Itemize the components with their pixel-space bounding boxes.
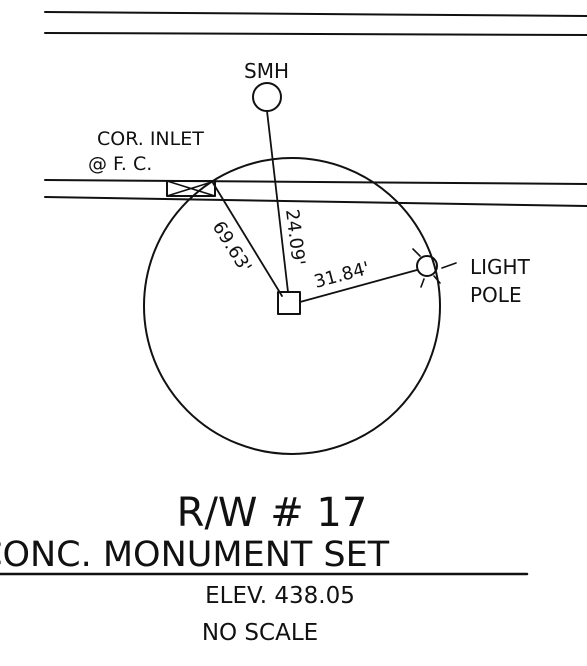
light-pole-symbol <box>412 248 441 288</box>
measure-to-inlet: 69.63' <box>208 218 256 277</box>
light-label-line1: LIGHT <box>470 255 531 279</box>
scale-note: NO SCALE <box>202 620 318 646</box>
inlet-label-line2: @ F. C. <box>88 153 152 175</box>
inlet-label-line1: COR. INLET <box>97 128 204 150</box>
row-line-top <box>44 11 587 17</box>
title-rw-number: R/W # 17 <box>177 490 368 536</box>
elevation-text: ELEV. 438.05 <box>205 583 355 609</box>
tie-line-smh <box>266 110 289 293</box>
tie-radius-circle <box>143 157 441 455</box>
light-pole-leader <box>441 262 457 269</box>
curb-line-upper <box>44 179 587 185</box>
measure-to-light-pole: 31.84' <box>312 258 372 293</box>
monument-symbol <box>277 291 301 315</box>
smh-symbol <box>252 82 282 112</box>
tie-line-inlet <box>212 182 283 297</box>
curb-line-lower <box>44 196 587 207</box>
corner-inlet-symbol <box>166 180 216 197</box>
light-label-line2: POLE <box>470 283 522 307</box>
measure-to-smh: 24.09' <box>281 208 309 267</box>
row-line-second <box>44 32 587 36</box>
tie-line-light-pole <box>299 269 418 303</box>
smh-label: SMH <box>244 59 289 83</box>
title-monument-set: CONC. MONUMENT SET <box>0 535 390 575</box>
